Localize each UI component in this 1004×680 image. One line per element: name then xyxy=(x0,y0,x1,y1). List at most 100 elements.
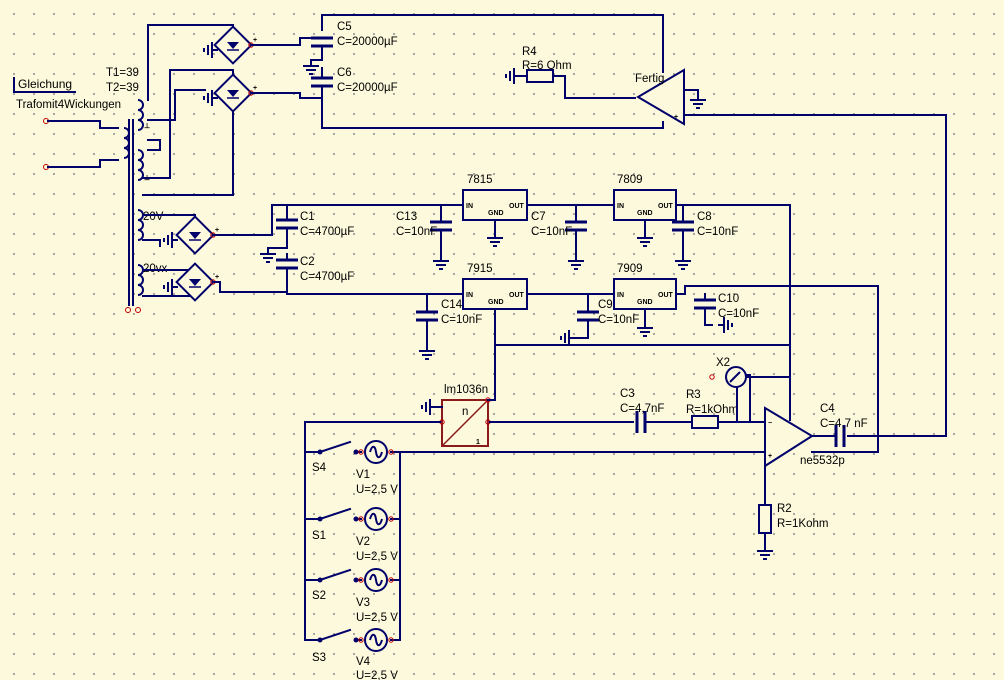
reg-7909-gnd: GND xyxy=(637,299,653,306)
source-v1-value: U=2,5 V xyxy=(356,484,398,496)
reg-7909-out: OUT xyxy=(658,292,674,299)
c1-value: C=4700µF xyxy=(300,226,354,238)
r3-value: R=1kOhm xyxy=(686,404,738,416)
svg-text:+: + xyxy=(768,453,772,460)
source-v4-value: U=2,5 V xyxy=(356,670,398,680)
preamp-label: ne5532p xyxy=(800,455,845,467)
source-v3[interactable]: V3 U=2,5 V xyxy=(356,568,398,624)
source-v2[interactable]: V2 U=2,5 V xyxy=(356,507,398,563)
c2-label: C2 xyxy=(300,256,315,268)
c5-value: C=20000µF xyxy=(337,36,398,48)
switch-s4-label: S4 xyxy=(312,462,327,474)
source-v1-label: V1 xyxy=(356,469,370,481)
svg-text:⊥: ⊥ xyxy=(144,122,150,130)
reg-7815-out: OUT xyxy=(509,203,525,210)
switch-s1[interactable]: S1 xyxy=(312,508,360,542)
c6-label: C6 xyxy=(337,67,352,79)
source-v3-label: V3 xyxy=(356,597,370,609)
reg-7815-in: IN xyxy=(466,203,473,210)
transformer[interactable]: T1=39 T2=39 Trafomit4Wickungen 20V 20vx … xyxy=(16,67,168,313)
c5-label: C5 xyxy=(337,21,352,33)
switch-s3-label: S3 xyxy=(312,652,326,664)
c7-value: C=10nF xyxy=(531,226,572,238)
c8-label: C8 xyxy=(697,211,712,223)
c1-label: C1 xyxy=(300,211,315,223)
preamp[interactable]: − + ne5532p xyxy=(399,374,845,499)
source-v2-value: U=2,5 V xyxy=(356,551,398,563)
r3-resistor[interactable]: R3 R=1kOhm xyxy=(686,389,766,429)
c10-label: C10 xyxy=(718,293,739,305)
source-v4[interactable]: V4 U=2,5 V xyxy=(356,628,398,680)
switch-s1-label: S1 xyxy=(312,530,326,542)
regulator-7809[interactable]: IN OUT GND 7809 xyxy=(613,174,677,247)
switch-s2[interactable]: S2 xyxy=(312,569,360,602)
reg-7809-out: OUT xyxy=(658,203,674,210)
regulator-7815[interactable]: IN OUT GND 7815 xyxy=(462,174,528,247)
upper-rectifier: C5 C=20000µF C6 C=20000µF xyxy=(142,14,664,196)
reg-7915-label: 7915 xyxy=(467,263,493,275)
switch-s4[interactable]: S4 xyxy=(312,441,360,474)
title-label: Gleichung xyxy=(18,77,72,91)
c3-value: C=4,7nF xyxy=(620,403,664,415)
chip-pin-1: 1 xyxy=(476,439,480,446)
r4-resistor[interactable]: R4 R=6 Ohm xyxy=(505,46,636,99)
c4-label: C4 xyxy=(820,403,835,415)
source-v3-value: U=2,5 V xyxy=(356,612,398,624)
r2-value: R=1Kohm xyxy=(777,518,828,530)
transformer-t1: T1=39 xyxy=(106,67,139,79)
transformer-t2: T2=39 xyxy=(106,82,139,94)
negative-rail: C14 C=10nF C9 C=10nF C10 C=10nF xyxy=(286,285,879,453)
probe-label: X2 xyxy=(716,357,730,369)
c4-capacitor[interactable]: C4 C=4,7 nF xyxy=(820,403,868,447)
c4-value: C=4,7 nF xyxy=(820,418,868,430)
source-v2-label: V2 xyxy=(356,536,370,548)
source-v1[interactable]: V1 U=2,5 V xyxy=(356,440,398,496)
svg-text:+: + xyxy=(674,114,678,121)
regulator-7915[interactable]: IN OUT GND 7915 xyxy=(462,263,791,376)
lm1036n-chip[interactable]: n 1 lm1036n xyxy=(304,344,634,641)
c6-value: C=20000µF xyxy=(337,82,398,94)
reg-7809-in: IN xyxy=(617,203,624,210)
reg-7915-out: OUT xyxy=(509,292,525,299)
chip-pin-n: n xyxy=(462,406,468,418)
transformer-name: Trafomit4Wickungen xyxy=(16,99,121,111)
reg-7809-gnd: GND xyxy=(637,210,653,217)
svg-text:−: − xyxy=(768,420,772,427)
probe-x2[interactable]: X2 xyxy=(709,357,791,388)
c14-label: C14 xyxy=(441,299,463,311)
mains-input xyxy=(43,118,119,170)
regulator-7909[interactable]: IN OUT GND 7909 xyxy=(613,263,677,337)
r2-label: R2 xyxy=(777,503,792,515)
c3-capacitor[interactable]: C3 C=4,7nF xyxy=(620,388,693,433)
power-amp[interactable]: + Fertig xyxy=(635,68,947,437)
r3-label: R3 xyxy=(686,389,701,401)
positive-rail: C13 C=10nF C7 C=10nF C8 C=10nF xyxy=(286,204,791,421)
switch-s3[interactable]: S3 xyxy=(312,629,360,664)
reg-7909-in: IN xyxy=(617,292,624,299)
c3-label: C3 xyxy=(620,388,635,400)
chip-label: lm1036n xyxy=(444,384,488,396)
reg-7809-label: 7809 xyxy=(617,174,643,186)
reg-7815-gnd: GND xyxy=(488,210,504,217)
c10-value: C=10nF xyxy=(718,308,759,320)
c13-label: C13 xyxy=(396,211,417,223)
reg-7909-label: 7909 xyxy=(617,263,643,275)
c14-value: C=10nF xyxy=(441,314,482,326)
reg-7915-gnd: GND xyxy=(488,299,504,306)
c13-value: C=10nF xyxy=(396,226,437,238)
winding-20v: 20V xyxy=(143,211,164,223)
c8-value: C=10nF xyxy=(697,226,738,238)
c9-value: C=10nF xyxy=(598,314,639,326)
middle-rectifier: C1 C=4700µF C2 C=4700µF xyxy=(142,204,354,302)
switch-s2-label: S2 xyxy=(312,590,326,602)
power-amp-label: Fertig xyxy=(635,73,664,85)
source-v4-label: V4 xyxy=(356,656,371,668)
title-block: Gleichung xyxy=(13,77,76,93)
c9-label: C9 xyxy=(598,299,613,311)
r2-resistor[interactable]: R2 R=1Kohm xyxy=(756,497,828,560)
c2-value: C=4700µF xyxy=(300,271,354,283)
reg-7915-in: IN xyxy=(466,292,473,299)
c7-label: C7 xyxy=(531,211,546,223)
r4-label: R4 xyxy=(522,46,537,58)
